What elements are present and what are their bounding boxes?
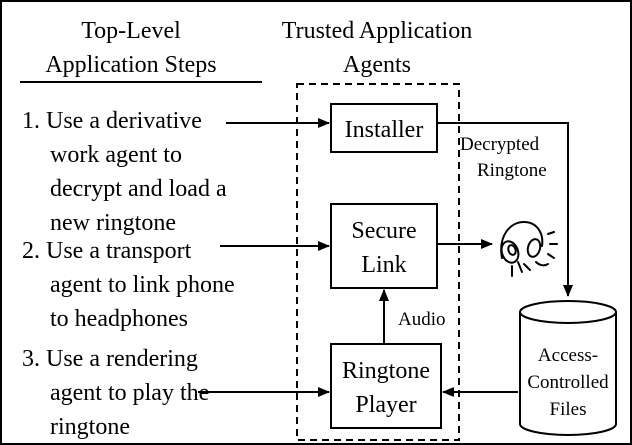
headphones-icon (500, 220, 558, 277)
step-1-line3: decrypt and load a (50, 176, 227, 202)
audio-label: Audio (398, 309, 446, 330)
step-1-line2: work agent to (50, 142, 182, 168)
step-2-line3: to headphones (50, 306, 188, 332)
ringtone-player-label-line1: Ringtone (342, 358, 430, 384)
decrypted-label-line2: Ringtone (477, 160, 547, 181)
secure-link-box (330, 203, 438, 289)
files-label-line2: Controlled (527, 372, 609, 393)
ringtone-player-box (330, 343, 442, 429)
step-3-line2: agent to play the (50, 380, 209, 406)
header-agents-line2: Agents (343, 52, 411, 78)
step-3-line1: 3. Use a rendering (22, 346, 198, 372)
step-1-line1: 1. Use a derivative (22, 108, 202, 134)
access-controlled-files-cylinder (519, 300, 617, 436)
step-2-line2: agent to link phone (50, 272, 235, 298)
installer-label: Installer (345, 117, 424, 143)
step-2-line1: 2. Use a transport (22, 238, 192, 264)
ringtone-player-label-line2: Player (355, 392, 416, 418)
step-3-line3: ringtone (50, 414, 130, 440)
header-steps-line1: Top-Level (81, 18, 181, 44)
files-label-line1: Access- (538, 345, 598, 366)
header-steps-line2: Application Steps (45, 52, 216, 78)
decrypted-label-line1: Decrypted (460, 134, 540, 155)
secure-link-label-line2: Link (361, 252, 406, 278)
secure-link-label-line1: Secure (351, 218, 416, 244)
header-agents-line1: Trusted Application (282, 18, 472, 44)
files-label-line3: Files (550, 399, 587, 420)
decrypted-ringtone-arrow (437, 122, 573, 297)
step-1-line4: new ringtone (50, 210, 176, 236)
trusted-agents-container (296, 83, 460, 441)
installer-box (330, 103, 438, 153)
